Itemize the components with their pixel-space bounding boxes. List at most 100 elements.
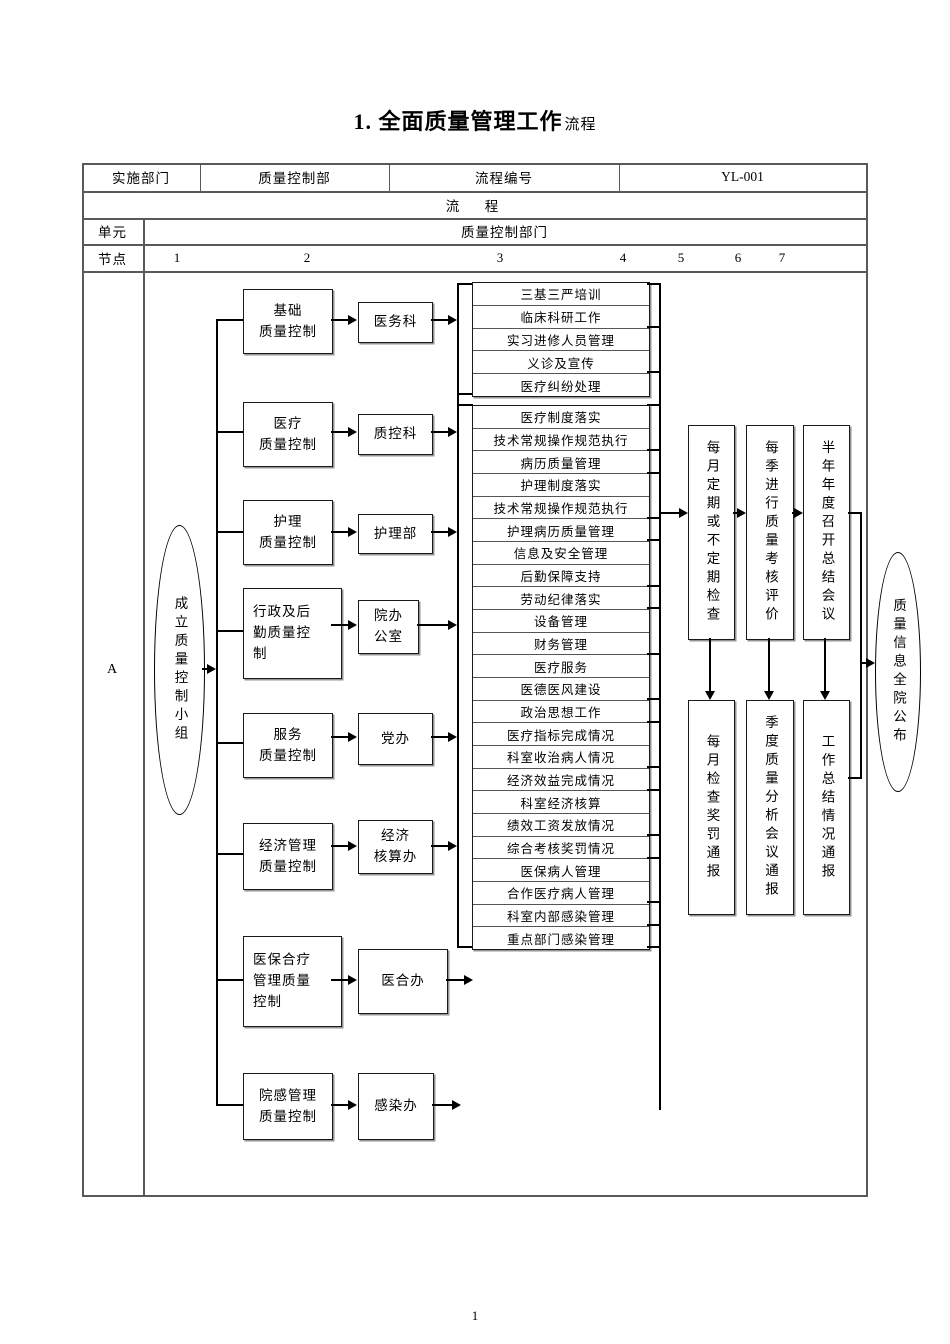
connector-line — [431, 736, 450, 738]
connector-line — [733, 512, 738, 514]
bracket-line — [457, 283, 473, 285]
arrowhead — [448, 527, 457, 537]
connector-line — [331, 736, 349, 738]
checklist-item: 经济效益完成情况 — [473, 769, 649, 792]
impl-dept-value: 质量控制部 — [258, 171, 331, 186]
checklist-item: 技术常规操作规范执行 — [473, 429, 649, 452]
stub-line — [647, 698, 659, 700]
dept-box-party-office: 党办 — [358, 713, 433, 765]
category-box-infection: 院感管理 质量控制 — [243, 1073, 333, 1140]
arrowhead — [348, 732, 357, 742]
connector-line — [216, 531, 243, 533]
arrowhead — [348, 841, 357, 851]
table-border — [82, 163, 84, 1197]
flow-no-value: YL-001 — [721, 169, 764, 184]
stub-line — [647, 901, 659, 903]
stub-line — [647, 946, 659, 948]
connector-line — [659, 512, 680, 514]
stub-line — [647, 449, 659, 451]
checklist-item: 财务管理 — [473, 633, 649, 656]
table-border — [143, 218, 145, 1197]
checklist-item: 医疗服务 — [473, 655, 649, 679]
arrowhead — [866, 658, 875, 668]
connector-line — [331, 531, 349, 533]
checklist-item: 病历质量管理 — [473, 451, 649, 475]
report-monthly-notice: 每月检查奖罚通报 — [688, 700, 735, 915]
checklist-item: 三基三严培训 — [473, 283, 649, 306]
page-title-suffix: 流程 — [564, 117, 597, 133]
category-box-insurance: 医保合疗 管理质量 控制 — [243, 936, 342, 1027]
table-border — [619, 163, 620, 191]
checklist-item: 护理制度落实 — [473, 474, 649, 497]
connector-line — [216, 319, 243, 321]
node-number-7: 7 — [778, 249, 786, 265]
checklist-item: 科室经济核算 — [473, 791, 649, 815]
category-box-economic: 经济管理 质量控制 — [243, 823, 333, 890]
stub-line — [647, 834, 659, 836]
node-number-5: 5 — [677, 249, 685, 265]
page-title-main: 1. 全面质量管理工作 — [353, 109, 563, 134]
connector-line — [860, 662, 867, 664]
connector-line — [216, 742, 243, 744]
report-summary-notice: 工作总结情况通报 — [803, 700, 850, 915]
checklist-item: 政治思想工作 — [473, 701, 649, 724]
connector-line — [824, 638, 826, 691]
arrowhead — [679, 508, 688, 518]
connector-line — [331, 624, 349, 626]
connector-line — [848, 777, 862, 779]
connector-line — [331, 1104, 349, 1106]
connector-line — [432, 1104, 453, 1106]
table-border — [82, 218, 868, 220]
checklist-item: 护理病历质量管理 — [473, 519, 649, 543]
checklist-item: 医疗指标完成情况 — [473, 723, 649, 747]
connector-line — [792, 512, 795, 514]
report-label: 季度质量分析会议通报 — [763, 715, 778, 900]
arrowhead — [764, 691, 774, 700]
table-border — [82, 1195, 868, 1197]
connector-line — [216, 431, 243, 433]
checklist-item: 科室内部感染管理 — [473, 905, 649, 928]
connector-line — [431, 319, 450, 321]
checklist-item: 后勤保障支持 — [473, 565, 649, 588]
flow-band-label: 流 程 — [445, 198, 505, 214]
review-step-label: 每季进行质量考核评价 — [763, 440, 778, 625]
connector-line — [446, 979, 465, 981]
category-box-admin: 行政及后 勤质量控 制 — [243, 588, 342, 679]
checklist-item: 医疗纠纷处理 — [520, 379, 602, 394]
connector-line — [417, 624, 450, 626]
connector-line — [768, 638, 770, 691]
arrowhead — [705, 691, 715, 700]
stub-line — [647, 404, 659, 406]
bracket-line — [457, 393, 473, 395]
stub-line — [647, 539, 659, 541]
connector-line — [216, 1104, 243, 1106]
report-quarterly-notice: 季度质量分析会议通报 — [746, 700, 794, 915]
checklist-item: 医德医风建设 — [473, 678, 649, 701]
arrowhead — [820, 691, 830, 700]
table-border — [866, 163, 868, 1197]
report-label: 每月检查奖罚通报 — [704, 733, 720, 882]
stub-line — [647, 857, 659, 859]
page-title: 1. 全面质量管理工作流程 — [0, 104, 950, 142]
arrowhead — [448, 841, 457, 851]
table-border — [82, 163, 868, 165]
bracket-line — [457, 946, 473, 948]
arrowhead — [737, 508, 746, 518]
connector-line — [431, 845, 450, 847]
connector-line — [216, 853, 243, 855]
arrowhead — [448, 315, 457, 325]
flow-no-label: 流程编号 — [475, 171, 533, 186]
dept-box-nursing: 护理部 — [358, 514, 433, 554]
connector-line — [331, 979, 349, 981]
stub-line — [647, 789, 659, 791]
checklist-group-basic: 三基三严培训 临床科研工作 实习进修人员管理 义诊及宣传 医疗纠纷处理 — [472, 282, 650, 397]
checklist-item: 医保病人管理 — [473, 859, 649, 883]
category-box-medical: 医疗 质量控制 — [243, 402, 333, 467]
stub-line — [647, 371, 659, 373]
connector-line — [709, 638, 711, 691]
trunk-line — [216, 319, 218, 1106]
table-border — [389, 163, 390, 191]
arrowhead — [464, 975, 473, 985]
review-step-quarterly-assess: 每季进行质量考核评价 — [746, 425, 794, 640]
